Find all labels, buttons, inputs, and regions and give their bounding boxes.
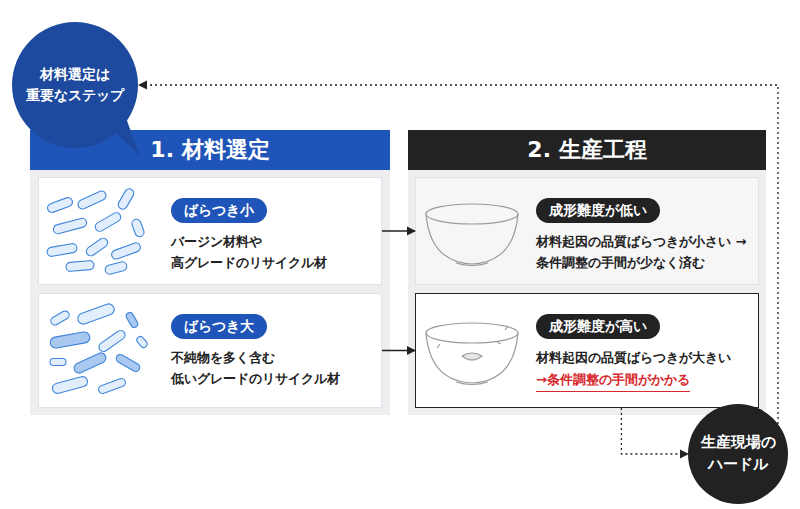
defect-mark [437,326,508,348]
pellet [131,218,146,238]
callout-bubble: 材料選定は 重要なステップ [12,22,138,148]
tag-pill: 成形難度が低い [536,198,660,223]
bowl-rim [426,323,518,343]
pellet-illustration [46,187,148,394]
bowl-body [426,333,518,383]
pellet [110,242,141,261]
feedback-arrow [139,85,778,424]
process-box: 成形難度が低い材料起因の品質ばらつきが小さい →条件調整の手間が少なく済む [415,177,759,285]
material-box: ばらつき小バージン材料や 高グレードのリサイクル材 [38,177,382,285]
pellet [46,243,77,257]
pellet [115,353,142,373]
bowl-foot [456,382,488,385]
flow-arrow [382,350,415,351]
bowl-illustration [426,204,518,266]
bowl-foot [456,263,488,266]
pellet [51,376,88,395]
stage-panel: 1. 材料選定ばらつき小バージン材料や 高グレードのリサイクル材ばらつき大不純物… [30,130,390,415]
pellet [76,302,115,325]
pellet [104,261,128,275]
feedback-arrow [621,408,688,454]
pellet [46,196,74,213]
bowl-rim [426,204,518,224]
pellet [52,217,87,234]
defect-mark [462,353,482,360]
bubble-shape [12,22,138,148]
tag-pill: 成形難度が高い [536,314,660,339]
alert-text: →条件調整の手間がかかる [536,370,690,393]
pellet [49,310,70,327]
pellet [94,211,123,233]
pellet [97,329,127,354]
defective-bowl-illustration [426,323,518,385]
pellet [97,377,126,394]
hurdle-text: 生産現場の ハードル [694,432,782,476]
box-body: 材料起因の品質ばらつきが小さい →条件調整の手間が少なく済む [536,232,754,274]
process-box: 成形難度が高い材料起因の品質ばらつきが大きい→条件調整の手間がかかる [415,293,759,408]
pellet [66,260,95,271]
pellet [49,331,90,349]
flow-arrow [382,230,415,231]
pellet [77,190,108,211]
panel-header: 2. 生産工程 [408,130,766,170]
box-body: バージン材料や 高グレードのリサイクル材 [171,232,377,274]
material-box: ばらつき大不純物を多く含む 低いグレードのリサイクル材 [38,293,382,408]
bubble-circle [12,22,138,148]
pellet [135,335,148,349]
box-body: 材料起因の品質ばらつきが大きい [536,348,754,369]
callout-text: 材料選定は 重要なステップ [19,64,131,106]
pellet [72,351,107,374]
tag-pill: ばらつき小 [171,198,267,223]
bowl-body [426,214,518,264]
pellet [117,187,136,211]
pellet [85,236,110,257]
box-body: 不純物を多く含む 低いグレードのリサイクル材 [171,348,377,390]
tag-pill: ばらつき大 [171,314,267,339]
pellet [50,359,66,366]
pellet [125,311,139,328]
hurdle-circle: 生産現場の ハードル [688,404,788,504]
stage-panel: 2. 生産工程成形難度が低い材料起因の品質ばらつきが小さい →条件調整の手間が少… [408,130,766,415]
